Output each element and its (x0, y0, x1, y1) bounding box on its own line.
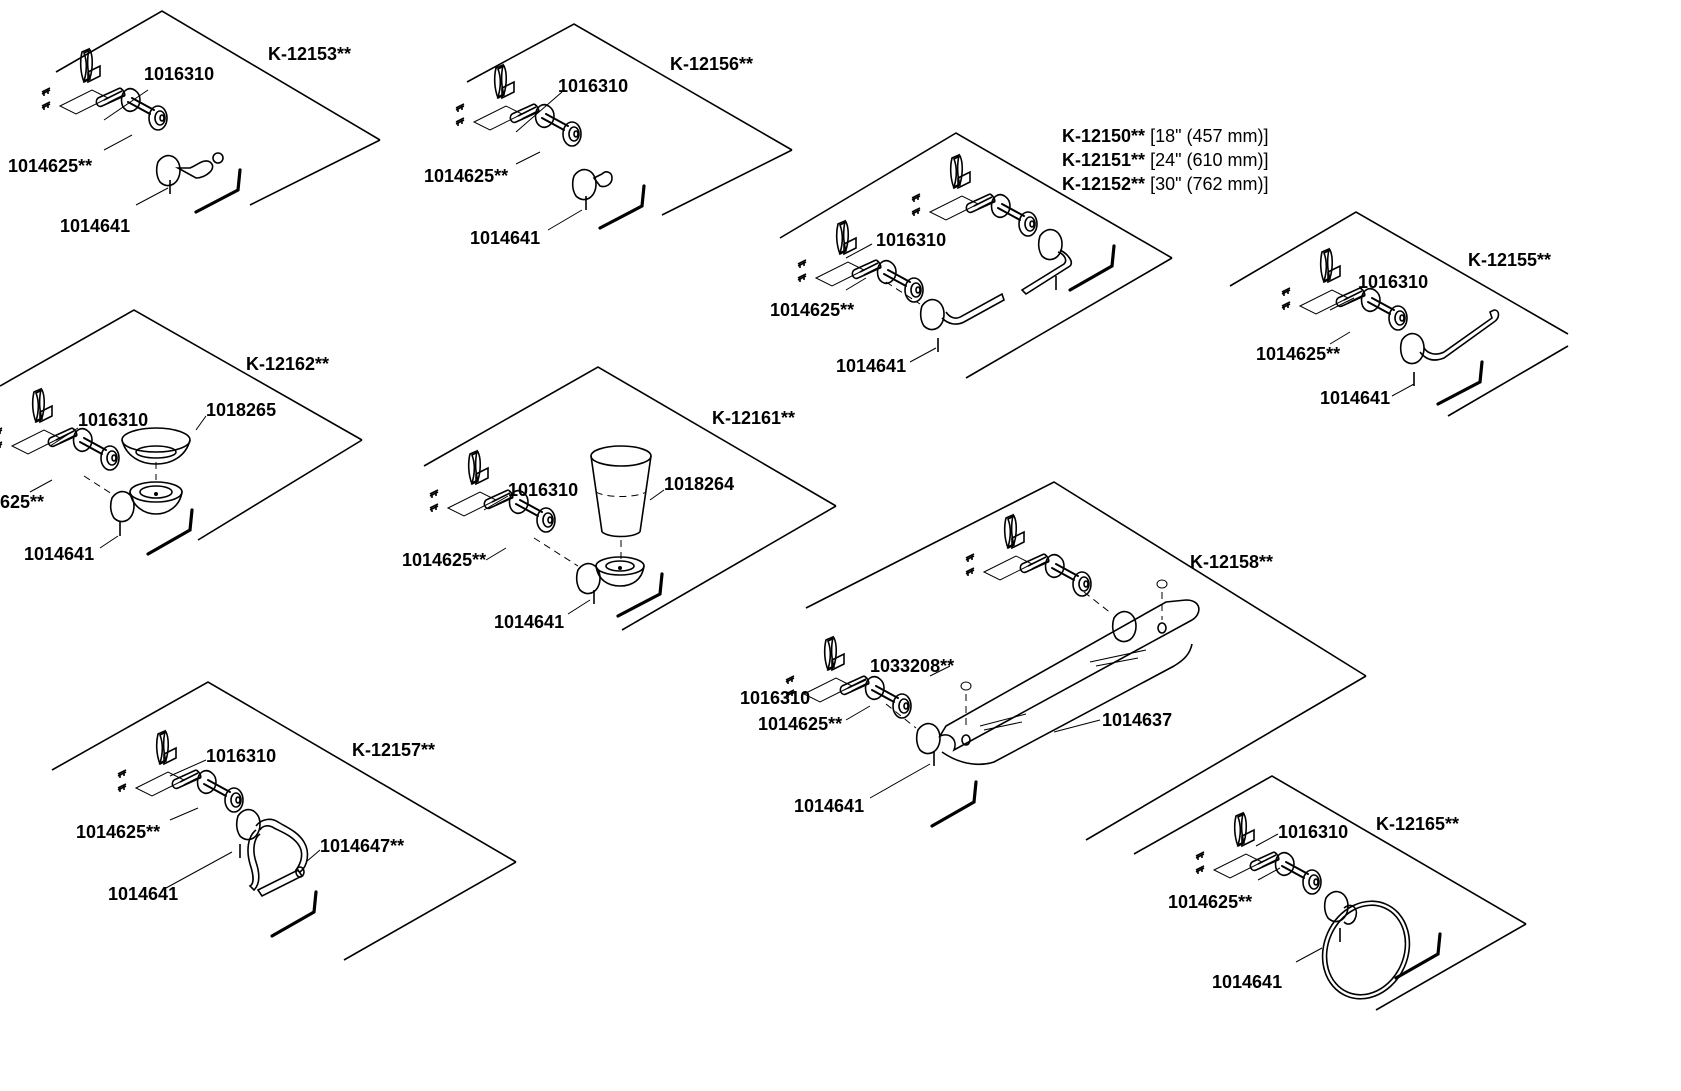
part-label-mount: 1016310 (558, 76, 628, 96)
part-label-flange: 1014625** (1168, 892, 1252, 912)
part-label-mount: 1016310 (1278, 822, 1348, 842)
part-label-screw: 1014641 (108, 884, 178, 904)
panel-k12157: 1016310 1014625** 1014647** 1014641 K-12… (51, 681, 517, 961)
model-size: [30" (762 mm)] (1150, 174, 1268, 194)
part-label-screw: 1014641 (1212, 972, 1282, 992)
part-label-mount: 1016310 (206, 746, 276, 766)
panel-k12150: 1016310 1014625** 1014641 K-12150**[18" … (770, 126, 1269, 379)
model-number: K-12150** (1062, 126, 1145, 146)
panel-k12156: 1016310 1014625** 1014641 K-12156** (424, 23, 793, 248)
part-label-flange: 1014625** (770, 300, 854, 320)
panel-title: K-12161** (712, 408, 795, 428)
panel-title: K-12156** (670, 54, 753, 74)
svg-text:K-12150**[18" (457 mm)]: K-12150**[18" (457 mm)] (1062, 126, 1269, 146)
panel-title: K-12165** (1376, 814, 1459, 834)
part-label-flange: 1014625** (76, 822, 160, 842)
svg-text:K-12151**[24" (610 mm)]: K-12151**[24" (610 mm)] (1062, 150, 1269, 170)
part-label-shelf: 1014637 (1102, 710, 1172, 730)
panel-title: K-12153** (268, 44, 351, 64)
part-label-flange: 625** (0, 492, 44, 512)
part-label-flange: 1014625** (1256, 344, 1340, 364)
part-label-screw: 1014641 (60, 216, 130, 236)
part-label-screw: 1014641 (24, 544, 94, 564)
part-label-mount: 1016310 (1358, 272, 1428, 292)
part-label-screw: 1014641 (1320, 388, 1390, 408)
part-label-flange: 1014625** (8, 156, 92, 176)
part-label-mount: 1016310 (78, 410, 148, 430)
panel-k12165: 1016310 1014625** 1014641 K-12165** (1133, 775, 1527, 1011)
model-number: K-12151** (1062, 150, 1145, 170)
part-label-screw: 1014641 (470, 228, 540, 248)
panel-k12161: 1016310 1018264 1014625** 1014641 K-1216… (402, 366, 837, 632)
model-size: [18" (457 mm)] (1150, 126, 1268, 146)
panel-title: K-12158** (1190, 552, 1273, 572)
panel-k12158: 1033208** 1016310 1014625** 1014637 1014… (740, 481, 1367, 841)
panel-title: K-12162** (246, 354, 329, 374)
model-size: [24" (610 mm)] (1150, 150, 1268, 170)
panel-title: K-12157** (352, 740, 435, 760)
part-label-mount: 1016310 (876, 230, 946, 250)
part-label-screw: 1014641 (836, 356, 906, 376)
svg-text:K-12152**[30" (762 mm)]: K-12152**[30" (762 mm)] (1062, 174, 1269, 194)
part-label-screw: 1014641 (494, 612, 564, 632)
part-label-tumbler: 1018264 (664, 474, 734, 494)
part-label-dish: 1018265 (206, 400, 276, 420)
panel-k12155: 1016310 1014625** 1014641 K-12155** (1229, 211, 1569, 417)
part-label-flange: 1014625** (758, 714, 842, 734)
part-label-cap: 1033208** (870, 656, 954, 676)
part-label-mount: 1016310 (508, 480, 578, 500)
part-label-flange: 1014625** (402, 550, 486, 570)
panel-title: K-12155** (1468, 250, 1551, 270)
part-label-mount: 1016310 (740, 688, 810, 708)
model-number: K-12152** (1062, 174, 1145, 194)
panel-k12153: 1016310 1014625** 1014641 K-12153** (8, 10, 381, 236)
part-label-mount: 1016310 (144, 64, 214, 84)
part-label-screw: 1014641 (794, 796, 864, 816)
part-label-roller: 1014647** (320, 836, 404, 856)
part-label-flange: 1014625** (424, 166, 508, 186)
model-list: K-12150**[18" (457 mm)] K-12151**[24" (6… (1062, 126, 1269, 194)
panel-k12162: 1016310 1018265 625** 1014641 K-12162** (0, 309, 363, 564)
